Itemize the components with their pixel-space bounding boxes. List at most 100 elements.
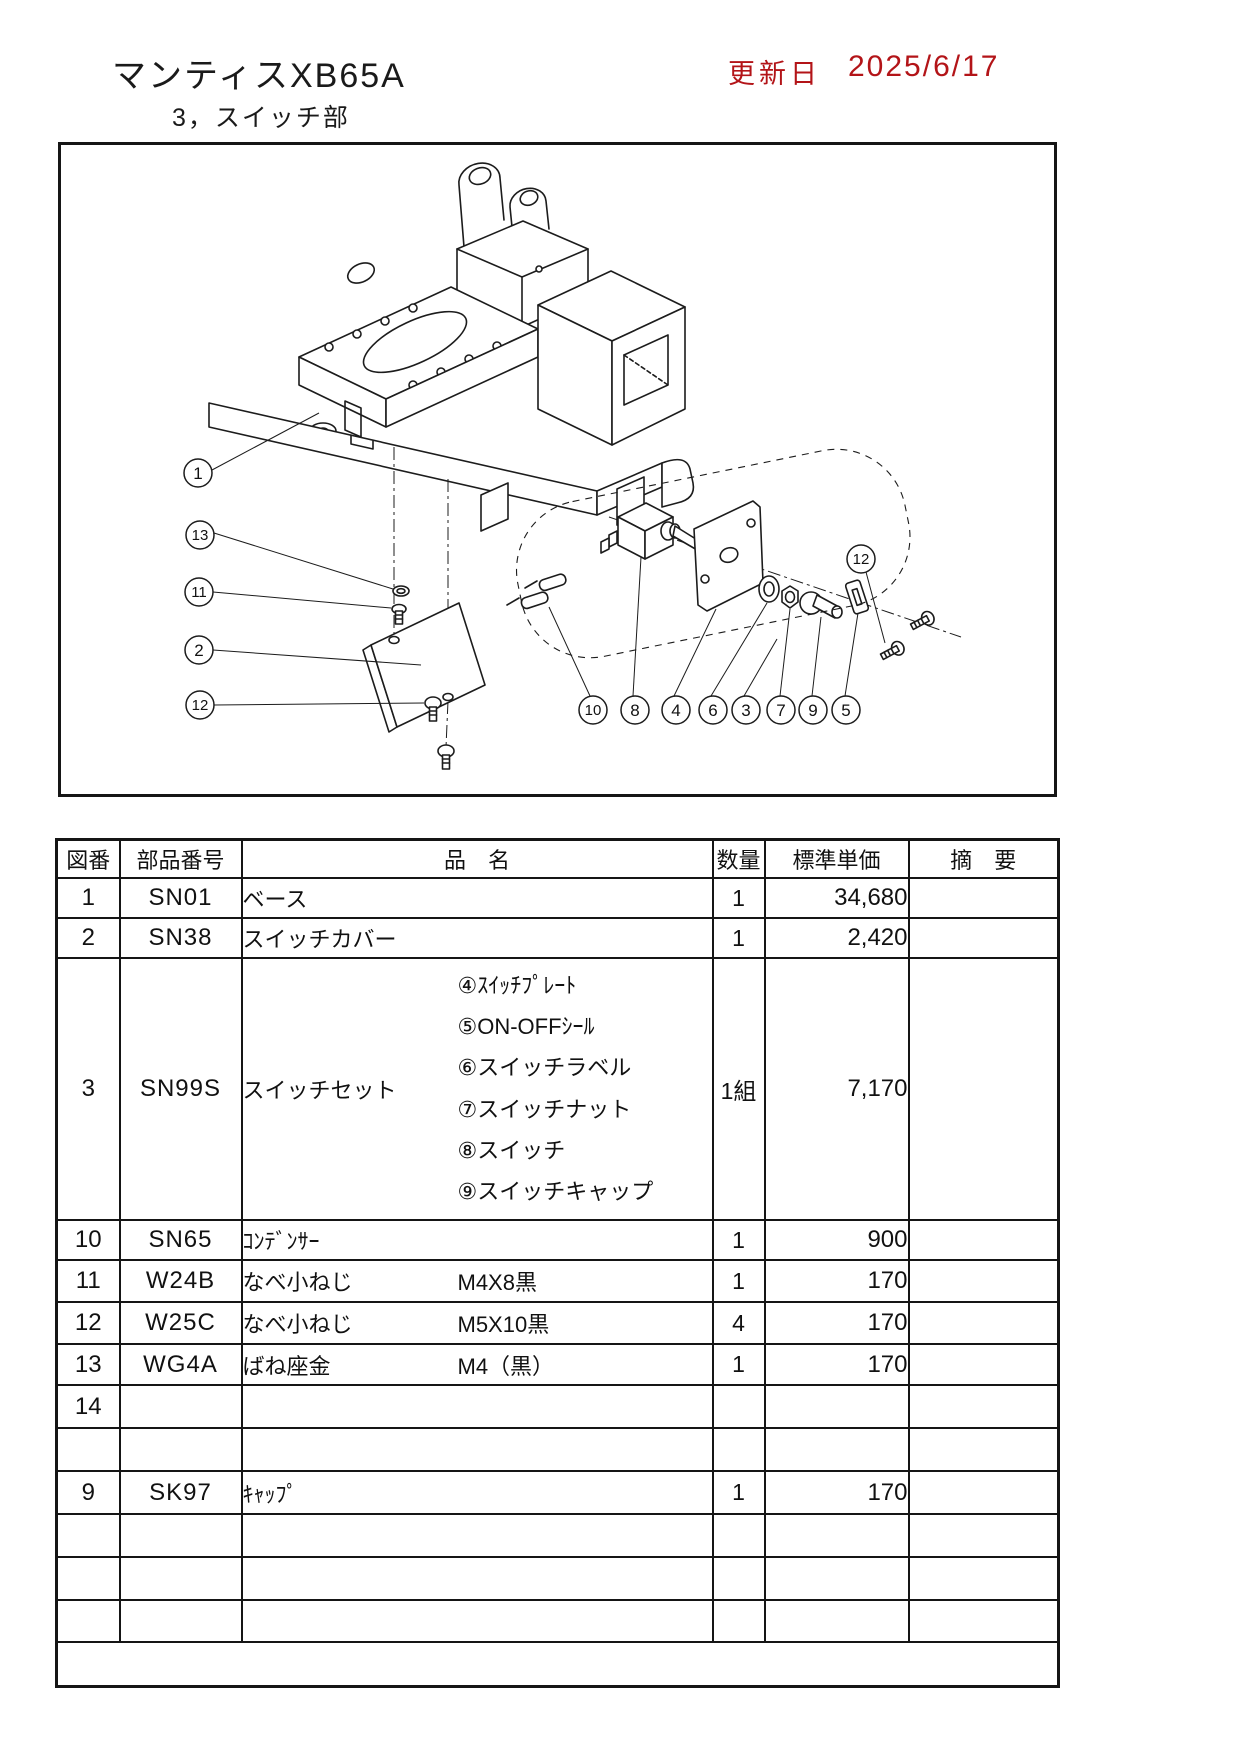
cell-qty: 1組 bbox=[711, 957, 766, 1221]
cell-qty bbox=[711, 1513, 766, 1558]
table-bottom-band bbox=[55, 1641, 1060, 1688]
cell-price: 170 bbox=[763, 1343, 910, 1386]
cell-price bbox=[763, 1513, 910, 1558]
table-header-row: 図番 部品番号 品 名 数量 標準単価 摘 要 bbox=[55, 838, 1060, 879]
cell-price: 170 bbox=[763, 1301, 910, 1345]
callout-1: 1 bbox=[183, 458, 213, 488]
cell-qty bbox=[711, 1384, 766, 1429]
cell-fig: 3 bbox=[55, 957, 121, 1221]
svg-text:3: 3 bbox=[741, 701, 750, 720]
part-name: スイッチカバー bbox=[242, 927, 397, 952]
svg-text:7: 7 bbox=[776, 701, 785, 720]
cell-qty: 1 bbox=[711, 1219, 766, 1261]
cell-price: 170 bbox=[763, 1259, 910, 1303]
svg-text:8: 8 bbox=[630, 701, 639, 720]
cell-part_no bbox=[118, 1556, 243, 1601]
callout-12-left: 12 bbox=[185, 690, 215, 720]
cell-fig: 10 bbox=[55, 1219, 121, 1261]
set-content-item: ⑤ON-OFFｼｰﾙ bbox=[457, 1013, 595, 1039]
cell-fig: 2 bbox=[55, 917, 121, 959]
svg-text:10: 10 bbox=[585, 702, 602, 719]
col-header-price: 標準単価 bbox=[763, 838, 910, 879]
page-title: マンティスXB65A bbox=[112, 57, 406, 95]
callout-7: 7 bbox=[766, 695, 796, 725]
svg-text:5: 5 bbox=[841, 701, 850, 720]
cell-part_no: SN38 bbox=[118, 917, 243, 959]
callout-8: 8 bbox=[620, 695, 650, 725]
table-row bbox=[55, 1556, 1060, 1601]
cell-part_no: SN99S bbox=[118, 957, 243, 1221]
svg-text:1: 1 bbox=[193, 464, 202, 483]
cell-fig bbox=[55, 1599, 121, 1643]
cell-fig: 9 bbox=[55, 1470, 121, 1515]
part-name: ベース bbox=[242, 887, 308, 912]
cell-part_no bbox=[118, 1427, 243, 1472]
cell-note bbox=[907, 877, 1060, 919]
cell-price bbox=[763, 1556, 910, 1601]
set-content-item: ⑥スイッチラベル bbox=[457, 1055, 632, 1081]
svg-text:6: 6 bbox=[708, 701, 717, 720]
cell-name bbox=[240, 1384, 714, 1429]
cell-name bbox=[240, 1427, 714, 1472]
cell-qty bbox=[711, 1427, 766, 1472]
cell-part_no: SK97 bbox=[118, 1470, 243, 1515]
cell-fig: 13 bbox=[55, 1343, 121, 1386]
callout-12-right: 12 bbox=[846, 544, 876, 574]
part-name: ばね座金 bbox=[242, 1353, 331, 1379]
cell-fig bbox=[55, 1427, 121, 1472]
cell-part_no bbox=[118, 1599, 243, 1643]
cell-price bbox=[763, 1599, 910, 1643]
cell-part_no bbox=[118, 1513, 243, 1558]
set-content-item: ④ｽｲｯﾁﾌﾟﾚｰﾄ bbox=[457, 972, 577, 998]
part-name: なべ小ねじ bbox=[242, 1312, 353, 1337]
cell-fig bbox=[55, 1556, 121, 1601]
svg-text:13: 13 bbox=[192, 527, 209, 544]
cell-note bbox=[907, 1219, 1060, 1261]
part-name: ｷｬｯﾌﾟ bbox=[242, 1481, 298, 1507]
machine-body-drawing bbox=[208, 162, 695, 532]
cell-price: 7,170 bbox=[763, 957, 910, 1221]
cell-price: 2,420 bbox=[763, 917, 910, 959]
callout-5: 5 bbox=[831, 695, 861, 725]
cell-qty bbox=[711, 1556, 766, 1601]
svg-text:9: 9 bbox=[808, 701, 817, 720]
cell-note bbox=[907, 1427, 1060, 1472]
table-row bbox=[55, 1599, 1060, 1643]
condenser-drawing bbox=[506, 573, 567, 610]
col-header-fig: 図番 bbox=[55, 838, 121, 879]
part-name: なべ小ねじ bbox=[242, 1270, 353, 1295]
cell-name bbox=[240, 1556, 714, 1601]
cell-note bbox=[907, 1343, 1060, 1386]
cell-price: 34,680 bbox=[763, 877, 910, 919]
cell-note bbox=[907, 1384, 1060, 1429]
cell-note bbox=[907, 1301, 1060, 1345]
callout-3: 3 bbox=[731, 695, 761, 725]
callouts: 1 13 11 2 12 bbox=[183, 458, 876, 725]
cell-price bbox=[763, 1384, 910, 1429]
col-header-qty: 数量 bbox=[711, 838, 766, 879]
cell-fig: 1 bbox=[55, 877, 121, 919]
part-spec: M4X8黒 bbox=[457, 1270, 537, 1295]
set-content-item: ⑦スイッチナット bbox=[457, 1096, 632, 1122]
cell-name: ｺﾝﾃﾞﾝｻｰ bbox=[240, 1219, 714, 1261]
cell-note bbox=[907, 1599, 1060, 1643]
cell-fig: 12 bbox=[55, 1301, 121, 1345]
callout-6: 6 bbox=[698, 695, 728, 725]
screws-drawing bbox=[391, 585, 935, 770]
update-date-label: 更新日 bbox=[728, 59, 821, 89]
callout-10: 10 bbox=[578, 695, 608, 725]
table-row bbox=[55, 1427, 1060, 1472]
cell-price bbox=[763, 1427, 910, 1472]
cell-qty bbox=[711, 1599, 766, 1643]
cell-name: ベース bbox=[240, 877, 714, 919]
cell-note bbox=[907, 1470, 1060, 1515]
part-name: スイッチセット bbox=[242, 1078, 397, 1103]
cell-qty: 1 bbox=[711, 1259, 766, 1303]
cell-note bbox=[907, 1259, 1060, 1303]
